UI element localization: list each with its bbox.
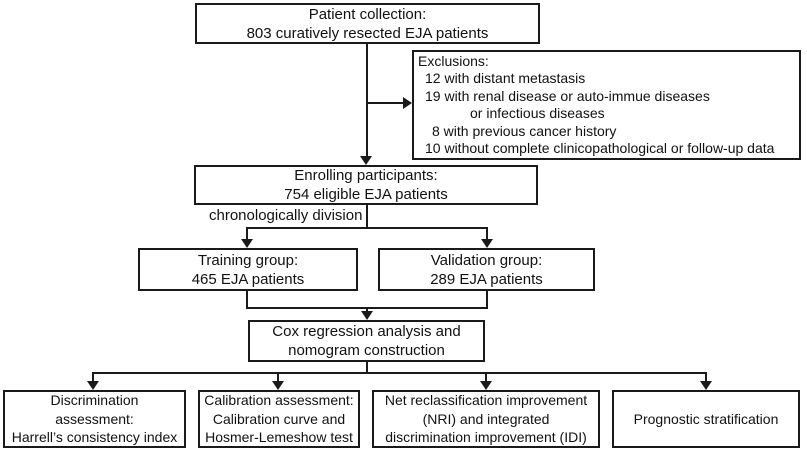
connector-line [246,291,248,309]
exclusion-item: 8 with previous cancer history [432,122,617,139]
exclusion-item: 19 with renal disease or auto-immue dise… [425,87,710,104]
box-text-line: Hosmer-Lemeshow test [205,429,353,446]
validation-group-box: Validation group: 289 EJA patients [378,248,595,291]
arrow-down-icon [360,156,372,165]
arrow-down-icon [480,381,492,390]
box-text-line: Validation group: [430,251,543,269]
arrow-down-icon [87,381,99,390]
connector-line [92,372,94,382]
box-text-line: 465 EJA patients [191,270,305,288]
box-text-line: 289 EJA patients [430,270,543,288]
arrow-down-icon [361,311,373,320]
connector-line [366,44,368,157]
arrow-right-icon [403,97,412,109]
box-text-line: Calibration curve and [212,410,346,427]
discrimination-assessment-box: Discrimination assessment: Harrell’s con… [3,390,186,448]
box-text-line: nomogram construction [288,342,445,359]
connector-line [246,227,488,229]
connector-line [366,205,368,229]
training-group-box: Training group: 465 EJA patients [138,248,358,291]
box-text-line: Training group: [197,251,299,269]
enrolling-participants-box: Enrolling participants: 754 eligible EJA… [194,165,538,205]
connector-line [485,372,487,382]
chronologically-division-label: chronologically division [209,207,363,224]
box-text-line: Calibration assessment: [204,392,354,409]
box-text-line: 754 eligible EJA patients [284,186,448,203]
exclusions-box: Exclusions: 12 with distant metastasis 1… [412,50,801,160]
box-text-line: Prognostic stratification [633,410,779,427]
box-text-line: Cox regression analysis and [272,323,461,340]
connector-line [366,102,405,104]
box-text-line: Enrolling participants: [294,167,438,184]
arrow-down-icon [272,381,284,390]
arrow-down-icon [481,239,493,248]
exclusion-item-continuation: or infectious diseases [470,105,605,121]
connector-line [486,291,488,309]
box-text-line: discrimination improvement (IDI) [385,429,587,446]
box-text-line: Discrimination [50,392,139,409]
connector-line [486,227,488,240]
connector-line [705,372,707,382]
arrow-down-icon [241,239,253,248]
box-text-line: 803 curatively resected EJA patients [246,24,489,42]
connector-line [92,372,707,374]
box-text-line: (NRI) and integrated [422,410,550,427]
box-text-line: Harrell’s consistency index [11,429,178,446]
nri-idi-box: Net reclassification improvement (NRI) a… [372,390,600,448]
connector-line [366,307,368,313]
patient-collection-box: Patient collection: 803 curatively resec… [195,3,540,44]
cox-regression-box: Cox regression analysis and nomogram con… [248,320,485,362]
calibration-assessment-box: Calibration assessment: Calibration curv… [198,390,360,448]
box-text-line: Net reclassification improvement [384,392,588,409]
exclusion-item: 10 without complete clinicopathological … [425,140,775,156]
box-text-line: Patient collection: [308,5,427,23]
connector-line [277,372,279,382]
box-text-line: assessment: [55,410,134,427]
exclusion-item: 12 with distant metastasis [425,70,586,86]
arrow-down-icon [700,381,712,390]
exclusions-title: Exclusions: [418,52,489,69]
connector-line [246,227,248,240]
connector-line [366,362,368,374]
prognostic-stratification-box: Prognostic stratification [612,390,800,448]
